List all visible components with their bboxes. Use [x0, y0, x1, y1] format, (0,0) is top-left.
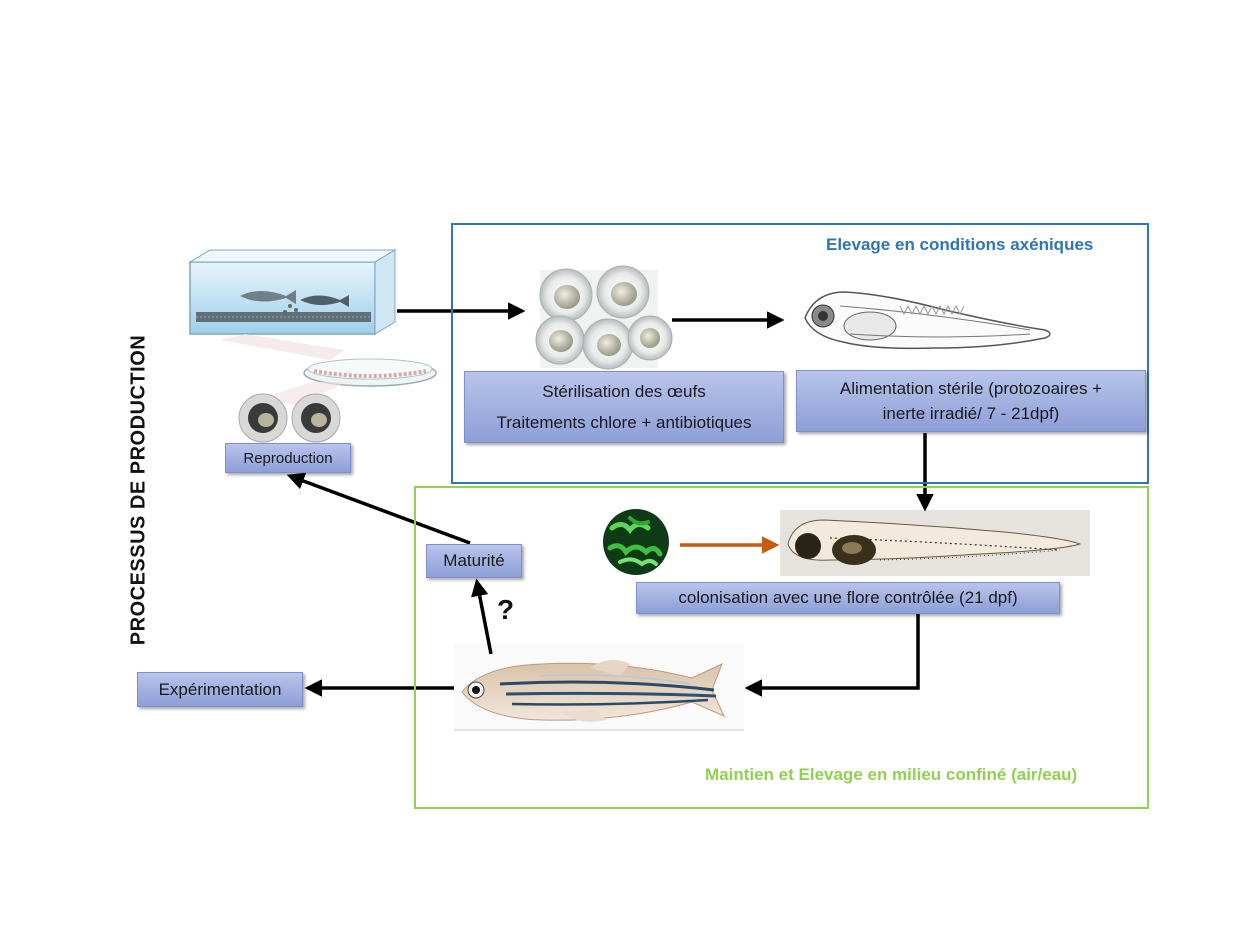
experimentation-box: Expérimentation	[137, 672, 303, 707]
bacteria-flora-illustration	[603, 509, 669, 575]
question-mark: ?	[497, 594, 515, 625]
production-process-label: PROCESSUS DE PRODUCTION	[127, 334, 150, 646]
aquarium-illustration	[188, 249, 397, 360]
colonised-larva-illustration	[780, 510, 1090, 576]
arrow-adult-to-maturite	[471, 578, 493, 655]
petri-dish-illustration	[255, 358, 437, 405]
sterilisation-line-2: Traitements chlore + antibiotiques	[496, 412, 752, 432]
alimentation-line-1: Alimentation stérile (protozoaires +	[839, 379, 1103, 398]
maturite-label: Maturité	[443, 551, 505, 570]
adult-zebrafish-illustration	[454, 644, 744, 732]
maturite-box: Maturité	[426, 544, 522, 578]
confined-frame-title: Maintien et Elevage en milieu confiné (a…	[705, 765, 1078, 784]
experimentation-label: Expérimentation	[158, 679, 282, 699]
embryo-eggs-illustration	[238, 393, 341, 443]
sterilisation-box: Stérilisation des œufs Traitements chlor…	[464, 371, 784, 443]
arrow-colonisation-to-adult	[744, 612, 920, 697]
colonisation-box: colonisation avec une flore contrôlée (2…	[636, 582, 1060, 614]
reproduction-box: Reproduction	[225, 443, 351, 473]
axenic-frame-title: Elevage en conditions axéniques	[826, 235, 1094, 254]
confined-rearing-frame	[414, 486, 1149, 809]
alimentation-line-2: inerte irradié/ 7 - 21dpf)	[882, 404, 1060, 423]
axenic-rearing-frame	[451, 223, 1149, 484]
arrow-maturite-to-reproduction	[286, 472, 471, 545]
reproduction-label: Reproduction	[243, 449, 333, 467]
alimentation-box: Alimentation stérile (protozoaires + ine…	[796, 370, 1146, 432]
sterile-eggs-illustration	[535, 265, 673, 370]
sterilisation-line-1: Stérilisation des œufs	[542, 381, 706, 401]
colonisation-label: colonisation avec une flore contrôlée (2…	[678, 588, 1018, 607]
larva-sketch-illustration	[804, 291, 1051, 350]
flow-arrows	[286, 302, 934, 697]
